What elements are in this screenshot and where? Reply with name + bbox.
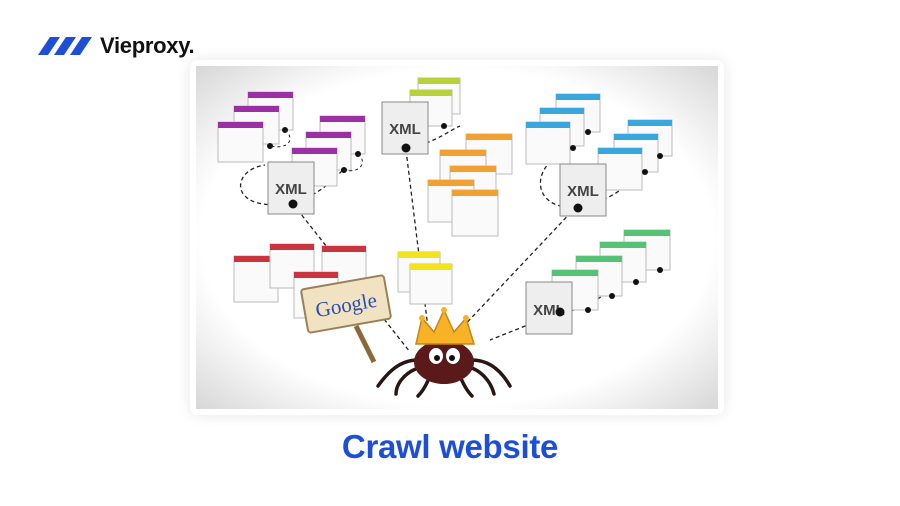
brand-logo[interactable]: Vieproxy. [36,31,195,61]
xml-sitemap-label: XML [389,121,421,138]
vieproxy-wing-logo-icon [38,37,92,55]
crawl-diagram: XML XML XML XML Google [196,66,718,409]
caption-title: Crawl website [341,428,559,465]
crawl-diagram-frame: XML XML XML XML Google [190,60,724,415]
xml-sitemap-node: XML [267,161,315,215]
xml-sitemap-node: XML [525,281,573,335]
spider-crawler-with-crown-icon [376,307,512,398]
xml-sitemap-label: XML [567,183,599,200]
xml-sitemap-node: XML [559,163,607,217]
blue-pages-cluster [525,93,673,191]
xml-sitemap-label: XML [275,181,307,198]
google-sign: Google [300,274,392,364]
brand-name: Vieproxy. [100,33,195,58]
orange-pages-cluster [427,133,513,237]
lime-pages-cluster [409,77,461,129]
xml-sitemap-node: XML [381,101,429,155]
yellow-pages-cluster [397,251,453,305]
